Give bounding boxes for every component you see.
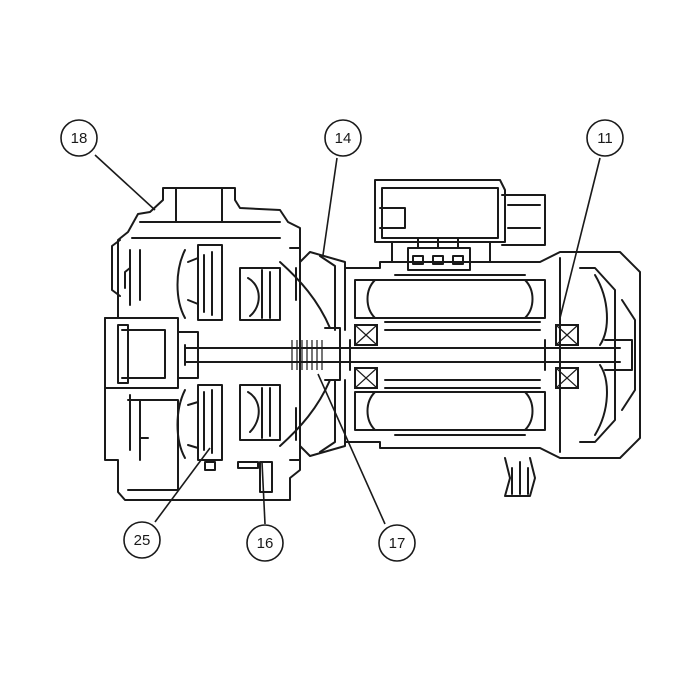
callout-14-label: 14 xyxy=(335,130,352,147)
callout-11-label: 11 xyxy=(597,130,613,147)
leader-14 xyxy=(322,157,338,256)
callout-25-label: 25 xyxy=(134,532,151,549)
leader-11 xyxy=(559,157,601,319)
callout-17-label: 17 xyxy=(389,535,406,552)
callout-18: 18 xyxy=(60,119,98,157)
callout-18-label: 18 xyxy=(71,130,88,147)
callout-25: 25 xyxy=(123,521,161,559)
leader-17 xyxy=(317,373,386,525)
shaft xyxy=(177,331,633,379)
callout-14: 14 xyxy=(324,119,362,157)
callout-16-label: 16 xyxy=(257,535,274,552)
impeller-assembly xyxy=(176,244,331,493)
callout-17: 17 xyxy=(378,524,416,562)
seal-adapter xyxy=(291,251,346,457)
callout-16: 16 xyxy=(246,524,284,562)
leader-18 xyxy=(94,154,156,211)
motor xyxy=(344,179,641,497)
leader-25 xyxy=(154,447,211,523)
leader-lines xyxy=(94,154,601,525)
pump-housing xyxy=(104,187,301,501)
leader-16 xyxy=(261,461,266,525)
callout-11: 11 xyxy=(586,119,624,157)
